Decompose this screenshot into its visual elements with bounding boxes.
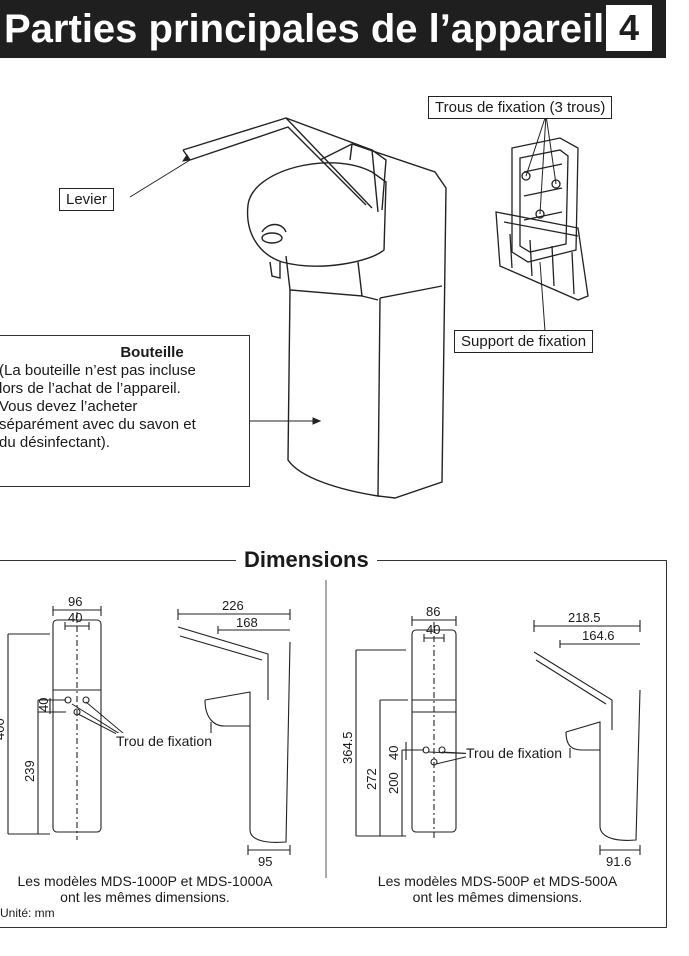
page-header: Parties principales de l’appareil 4 [0, 0, 666, 58]
dim-hole-bottom-right: 200 [386, 772, 401, 794]
page-title: Parties principales de l’appareil [4, 7, 605, 51]
dim-holes-left: 40 [36, 698, 51, 712]
dim-height-left: 400 [0, 718, 7, 740]
caption-left-line1: Les modèles MDS-1000P et MDS-1000A [17, 873, 273, 889]
dim-width-left: 96 [68, 594, 82, 609]
dim-mid-right: 272 [364, 768, 379, 790]
dim-hole-bottom-left: 239 [22, 760, 37, 782]
caption-right-line1: Les modèles MDS-500P et MDS-500A [377, 873, 618, 889]
mounting-bracket-drawing [495, 137, 589, 301]
dim-inner-left: 40 [68, 610, 82, 625]
unit-note: Unité: mm [0, 906, 55, 920]
dispenser-drawing [182, 117, 447, 499]
dimension-values: 96 40 400 40 239 226 168 95 86 40 364.5 … [0, 594, 631, 869]
support-label: Support de fixation [454, 330, 594, 353]
hole-label-left: Trou de fixation [116, 733, 212, 749]
dim-width-right: 86 [426, 604, 440, 619]
dim-depth-right: 218.5 [568, 610, 601, 625]
lever-label: Levier [59, 188, 114, 211]
dim-height-right: 364.5 [340, 731, 355, 764]
bottle-callout: Bouteille (La bouteille n’est pas inclus… [0, 335, 250, 487]
dim-holes-right: 40 [386, 746, 401, 760]
hole-label-right: Trou de fixation [466, 745, 562, 761]
dimensions-title: Dimensions [236, 547, 377, 573]
fixing-holes-label: Trous de fixation (3 trous) [428, 96, 613, 119]
dim-depth-left: 226 [222, 598, 244, 613]
caption-left: Les modèles MDS-1000P et MDS-1000A ont l… [0, 873, 320, 905]
dim-bottom-right: 91.6 [606, 854, 631, 869]
bottle-title: Bouteille [120, 344, 184, 361]
section-number-badge: 4 [606, 5, 652, 51]
caption-right-line2: ont les mêmes dimensions. [412, 889, 583, 905]
dimension-drawings [7, 580, 641, 878]
dim-lever-left: 168 [236, 615, 258, 630]
caption-right: Les modèles MDS-500P et MDS-500A ont les… [330, 873, 665, 905]
dim-inner-right: 40 [426, 622, 440, 637]
dim-lever-right: 164.6 [582, 628, 615, 643]
caption-left-line2: ont les mêmes dimensions. [60, 889, 230, 905]
dim-bottom-left: 95 [258, 854, 272, 869]
leader-lines [129, 114, 557, 425]
bottle-description: (La bouteille n’est pas incluse lors de … [0, 362, 196, 451]
